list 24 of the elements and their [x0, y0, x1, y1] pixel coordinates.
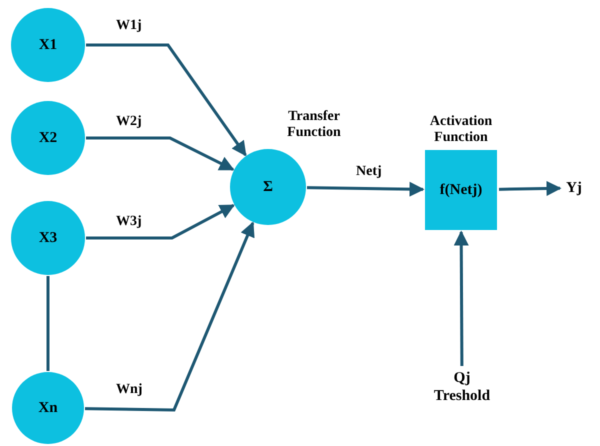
node-label: Xn — [38, 400, 58, 416]
edge-label: Netj — [354, 164, 384, 180]
node-label: f(Netj) — [440, 182, 482, 198]
node-label-text: Yj — [566, 179, 582, 197]
arrow — [86, 204, 235, 240]
edge-label: W2j — [114, 114, 144, 130]
arrow — [86, 136, 234, 171]
edge-label: Wnj — [114, 382, 144, 398]
edge-label: W1j — [114, 18, 144, 34]
heading: Activation Function — [428, 114, 494, 146]
node-label: X1 — [38, 36, 58, 54]
arrow — [306, 182, 424, 197]
node-label-text: Treshold — [434, 387, 490, 405]
arrow — [86, 44, 247, 156]
node-label-text: Qj — [454, 369, 470, 387]
node-label: Σ — [263, 178, 273, 196]
node-label: X2 — [38, 130, 58, 146]
edge-label: W3j — [114, 214, 144, 230]
node-label: X3 — [38, 230, 58, 246]
arrow — [498, 181, 562, 196]
connector-line — [46, 276, 50, 371]
arrow — [84, 222, 255, 412]
heading: Transfer Function — [286, 109, 342, 141]
arrow — [454, 230, 469, 366]
